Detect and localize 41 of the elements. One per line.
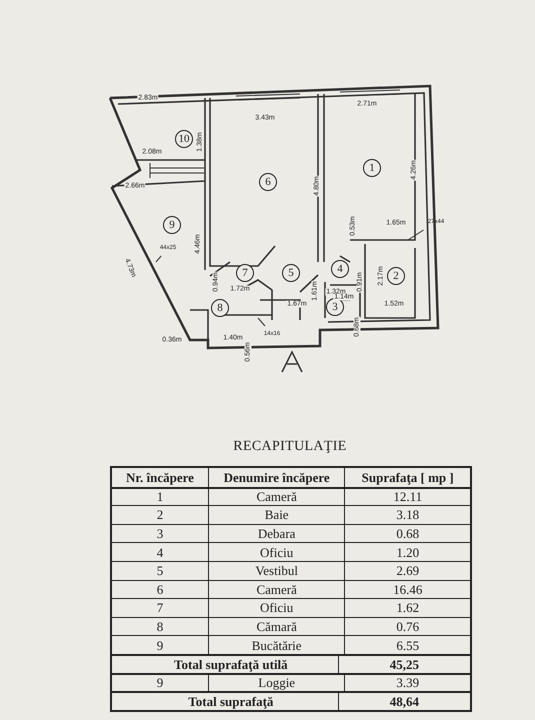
table-cell: Loggie — [208, 674, 344, 692]
table-cell-text: Total suprafaţă utilă — [173, 656, 289, 673]
table-cell: 2.69 — [344, 562, 470, 580]
table-cell: Suprafaţa [ mp ] — [344, 468, 470, 487]
table-cell: 3.18 — [344, 506, 470, 524]
table-cell-text: Total suprafaţă — [187, 693, 274, 710]
table-cell: Oficiu — [208, 599, 344, 617]
table-cell: 45,25 — [338, 656, 470, 673]
table-cell: Debara — [208, 524, 344, 542]
table-title: RECAPITULAŢIE — [232, 440, 348, 454]
table-cell-text: 9 — [156, 674, 164, 692]
table-cell: Oficiu — [208, 543, 344, 561]
table-cell-text: 8 — [156, 618, 164, 636]
table-cell-text: 1 — [156, 488, 164, 506]
table-cell: 0.76 — [344, 618, 470, 636]
table-cell-text: 3 — [156, 525, 164, 542]
table-cell: 0.68 — [344, 524, 470, 542]
table-cell: Cameră — [208, 488, 344, 506]
leader-line — [408, 230, 424, 240]
leader-line — [156, 256, 162, 262]
table-cell-text: 5 — [156, 562, 164, 580]
table-cell-text: 6 — [156, 580, 164, 598]
leader-line — [258, 318, 266, 326]
table-cell: Bucătărie — [208, 636, 344, 654]
table-cell-text: 7 — [156, 599, 164, 617]
table-cell: Cameră — [208, 580, 344, 598]
table-cell: Cămară — [208, 618, 344, 636]
table-cell-text: 9 — [156, 636, 164, 654]
table-cell: 1.20 — [344, 543, 470, 561]
table-cell-text: Nr. încăpere — [125, 468, 195, 487]
table-cell: 48,64 — [338, 693, 470, 710]
table-cell: 12.11 — [344, 488, 470, 506]
table-cell: Denumire încăpere — [208, 468, 344, 487]
table-cell: 3.39 — [344, 674, 470, 692]
table-cell: Baie — [208, 506, 344, 524]
table-cell: 6.55 — [344, 636, 470, 654]
table-cell-text: 4 — [156, 544, 164, 561]
table-cell-text: 2 — [156, 506, 164, 524]
table-cell: Vestibul — [208, 562, 344, 580]
table-cell: 1.62 — [344, 599, 470, 617]
table-cell: 16.46 — [344, 580, 470, 598]
